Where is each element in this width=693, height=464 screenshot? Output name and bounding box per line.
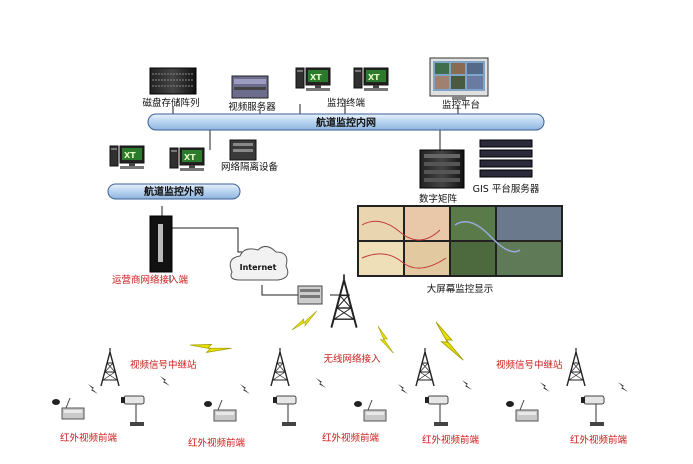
frontend-label-5: 红外视频前端 <box>570 434 628 446</box>
network-isolation-device: 网络隔离设备 <box>221 139 279 173</box>
network-switch <box>297 285 323 305</box>
internet-cloud: Internet <box>229 246 289 281</box>
carrier-access-label: 运营商网络接入端 <box>112 274 189 286</box>
monitor-terminal-device: 监控终端 <box>295 67 389 109</box>
carrier-access-device: 运营商网络接入端 <box>112 215 189 286</box>
external-terminal-device <box>109 145 205 172</box>
disk-array-device: 磁盘存储阵列 <box>142 67 200 109</box>
digital-matrix-device: 数字矩阵 <box>419 149 465 205</box>
internal-network-label: 航道监控内网 <box>316 116 376 129</box>
frontend-label-4: 红外视频前端 <box>422 434 480 446</box>
frontend-label-3: 红外视频前端 <box>322 432 380 444</box>
monitor-platform-label: 监控平台 <box>442 99 480 111</box>
gis-server-device: GIS 平台服务器 <box>473 139 540 195</box>
frontend-label-2: 红外视频前端 <box>188 437 246 449</box>
external-network-bus: 航道监控外网 <box>107 183 241 200</box>
internet-label: Internet <box>240 263 277 272</box>
disk-array-label: 磁盘存储阵列 <box>142 97 199 109</box>
frontend-units <box>51 395 605 427</box>
big-screen-wall: 大屏幕监控显示 <box>357 205 563 295</box>
gis-server-label: GIS 平台服务器 <box>473 183 540 195</box>
external-network-label: 航道监控外网 <box>144 185 204 198</box>
big-screen-label: 大屏幕监控显示 <box>427 283 494 295</box>
video-server-label: 视频服务器 <box>228 101 276 113</box>
monitor-terminal-label: 监控终端 <box>327 97 366 109</box>
network-isolation-label: 网络隔离设备 <box>221 161 279 173</box>
relay-right-label: 视频信号中继站 <box>496 359 563 371</box>
frontend-label-1: 红外视频前端 <box>60 432 118 444</box>
central-tower <box>330 273 358 329</box>
digital-matrix-label: 数字矩阵 <box>419 193 458 205</box>
relay-left-label: 视频信号中继站 <box>130 359 197 371</box>
internal-network-bus: 航道监控内网 <box>147 113 545 131</box>
video-server-device: 视频服务器 <box>228 75 276 113</box>
wireless-access-label: 无线网络接入 <box>323 353 381 365</box>
monitor-platform-device: 监控平台 <box>429 57 489 111</box>
wireless-marks <box>88 376 628 394</box>
